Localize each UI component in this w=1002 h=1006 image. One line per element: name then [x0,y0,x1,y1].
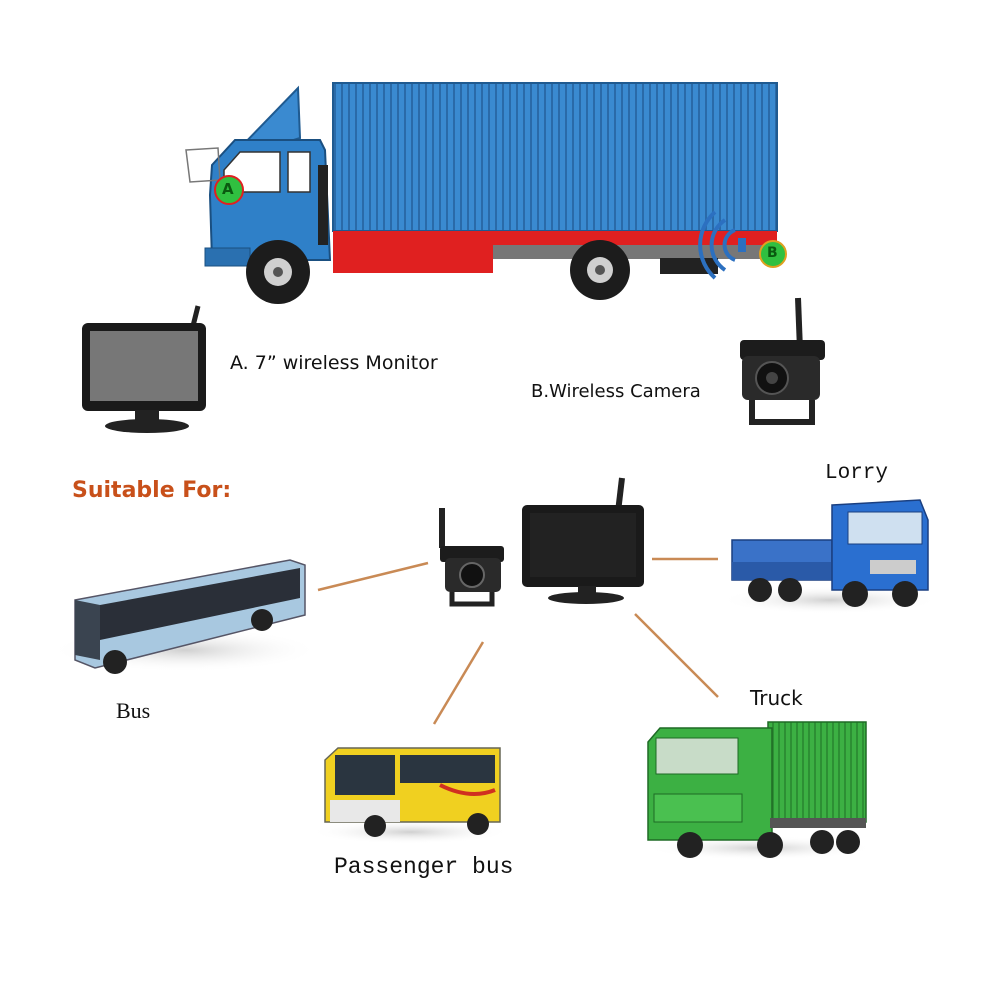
passenger-bus-label: Passenger bus [334,854,514,880]
truck-illustration [645,721,875,860]
suitable-for-heading: Suitable For: [72,478,232,503]
bus-label: Bus [116,698,151,723]
center-monitor-icon [522,477,644,604]
truck-label: Truck [750,686,803,710]
camera-label: B.Wireless Camera [531,381,701,402]
main-truck [185,82,778,304]
monitor-label: A. 7” wireless Monitor [230,352,438,374]
marker-a: A [222,180,234,198]
camera-icon [740,297,825,425]
connector-lines [317,557,719,725]
marker-a-badge [214,175,244,205]
monitor-icon [82,305,206,433]
marker-b: B [767,245,778,261]
bus-illustration [50,559,320,674]
center-camera-icon [439,508,504,607]
lorry-illustration [720,499,940,614]
passenger-bus-illustration [310,747,510,844]
marker-b-badge [759,240,787,268]
lorry-label: Lorry [825,462,889,485]
